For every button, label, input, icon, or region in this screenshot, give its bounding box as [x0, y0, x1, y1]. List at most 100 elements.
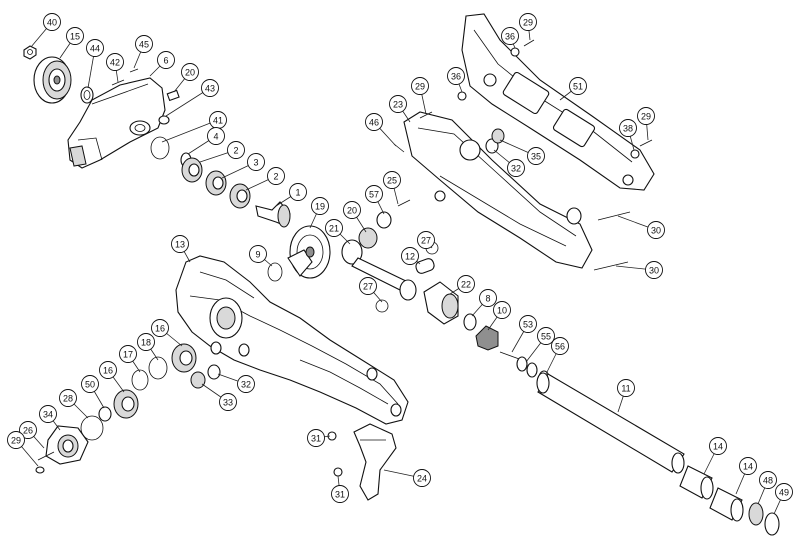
callout-27: 27	[359, 277, 377, 295]
leader-line	[161, 119, 219, 143]
callout-20: 20	[343, 201, 361, 219]
callout-9: 9	[249, 245, 267, 263]
callout-19: 19	[311, 197, 329, 215]
part-screw-29a	[35, 466, 45, 474]
part-ring-18	[148, 356, 168, 380]
callout-circle	[207, 127, 225, 145]
callout-32: 32	[237, 375, 255, 393]
part-bearing-16b	[113, 389, 139, 419]
part-bolt-20	[166, 89, 180, 102]
callout-circle	[619, 119, 637, 137]
callout-number: 14	[743, 462, 753, 472]
callout-number: 49	[779, 488, 789, 498]
callout-8: 8	[479, 289, 497, 307]
callout-circle	[137, 333, 155, 351]
callout-circle	[551, 337, 569, 355]
callout-24: 24	[413, 469, 431, 487]
callout-20: 20	[181, 63, 199, 81]
callout-number: 48	[763, 476, 773, 486]
callout-circle	[645, 261, 663, 279]
callout-circle	[759, 471, 777, 489]
callout-labels: 4015444245620434142321191391618171650283…	[7, 13, 793, 503]
part-washer-36b	[457, 91, 467, 101]
part-screw-29c	[523, 39, 535, 47]
callout-18: 18	[137, 333, 155, 351]
callout-29: 29	[411, 77, 429, 95]
callout-number: 24	[417, 474, 427, 484]
callout-circle	[331, 485, 349, 503]
callout-number: 28	[63, 394, 73, 404]
callout-31: 31	[331, 485, 349, 503]
callout-circle	[39, 405, 57, 423]
callout-44: 44	[86, 39, 104, 57]
part-ring-55b	[526, 362, 538, 378]
callout-21: 21	[325, 219, 343, 237]
callout-number: 25	[387, 176, 397, 186]
callout-number: 40	[47, 18, 57, 28]
callout-number: 57	[369, 190, 379, 200]
callout-circle	[739, 457, 757, 475]
callout-circle	[637, 107, 655, 125]
callout-number: 19	[315, 202, 325, 212]
callout-49: 49	[775, 483, 793, 501]
part-main-housing	[175, 255, 409, 425]
callout-32: 32	[507, 159, 525, 177]
callout-number: 50	[85, 380, 95, 390]
callout-33: 33	[219, 393, 237, 411]
part-piston	[423, 281, 459, 325]
callout-circle	[527, 147, 545, 165]
callout-number: 13	[175, 240, 185, 250]
callout-number: 51	[573, 82, 583, 92]
callout-number: 9	[255, 250, 260, 260]
callout-number: 1	[295, 188, 300, 198]
callout-23: 23	[389, 95, 407, 113]
callout-30: 30	[647, 221, 665, 239]
part-oring-28	[80, 415, 104, 441]
callout-circle	[343, 201, 361, 219]
callout-3: 3	[247, 153, 265, 171]
callout-circle	[119, 345, 137, 363]
callout-10: 10	[493, 301, 511, 319]
callout-28: 28	[59, 389, 77, 407]
callout-number: 30	[649, 266, 659, 276]
callout-number: 27	[421, 236, 431, 246]
callout-36: 36	[501, 27, 519, 45]
callout-circle	[457, 275, 475, 293]
callout-circle	[507, 159, 525, 177]
part-ring-33	[190, 371, 206, 389]
callout-circle	[647, 221, 665, 239]
callout-14: 14	[739, 457, 757, 475]
callout-55: 55	[537, 327, 555, 345]
callout-circle	[709, 437, 727, 455]
callout-13: 13	[171, 235, 189, 253]
callout-circle	[359, 277, 377, 295]
callout-number: 23	[393, 100, 403, 110]
callout-circle	[411, 77, 429, 95]
callout-number: 41	[213, 116, 223, 126]
callout-circle	[201, 79, 219, 97]
callout-number: 16	[155, 324, 165, 334]
callout-1: 1	[289, 183, 307, 201]
callout-34: 34	[39, 405, 57, 423]
callout-circle	[519, 315, 537, 333]
callout-45: 45	[135, 35, 153, 53]
callout-number: 18	[141, 338, 151, 348]
callout-circle	[81, 375, 99, 393]
callout-number: 38	[623, 124, 633, 134]
callout-number: 55	[541, 332, 551, 342]
callout-number: 6	[163, 56, 168, 66]
callout-43: 43	[201, 79, 219, 97]
callout-circle	[237, 375, 255, 393]
part-top-cover	[461, 13, 655, 191]
callout-30: 30	[645, 261, 663, 279]
part-ring-55a	[516, 356, 528, 372]
callout-circle	[501, 27, 519, 45]
callout-22: 22	[457, 275, 475, 293]
part-screw-25	[397, 199, 411, 207]
part-ring-48	[748, 502, 764, 526]
part-clip-27a	[375, 299, 389, 313]
callout-15: 15	[66, 27, 84, 45]
callout-number: 31	[335, 490, 345, 500]
part-ring-17	[131, 369, 149, 391]
callout-29: 29	[637, 107, 655, 125]
